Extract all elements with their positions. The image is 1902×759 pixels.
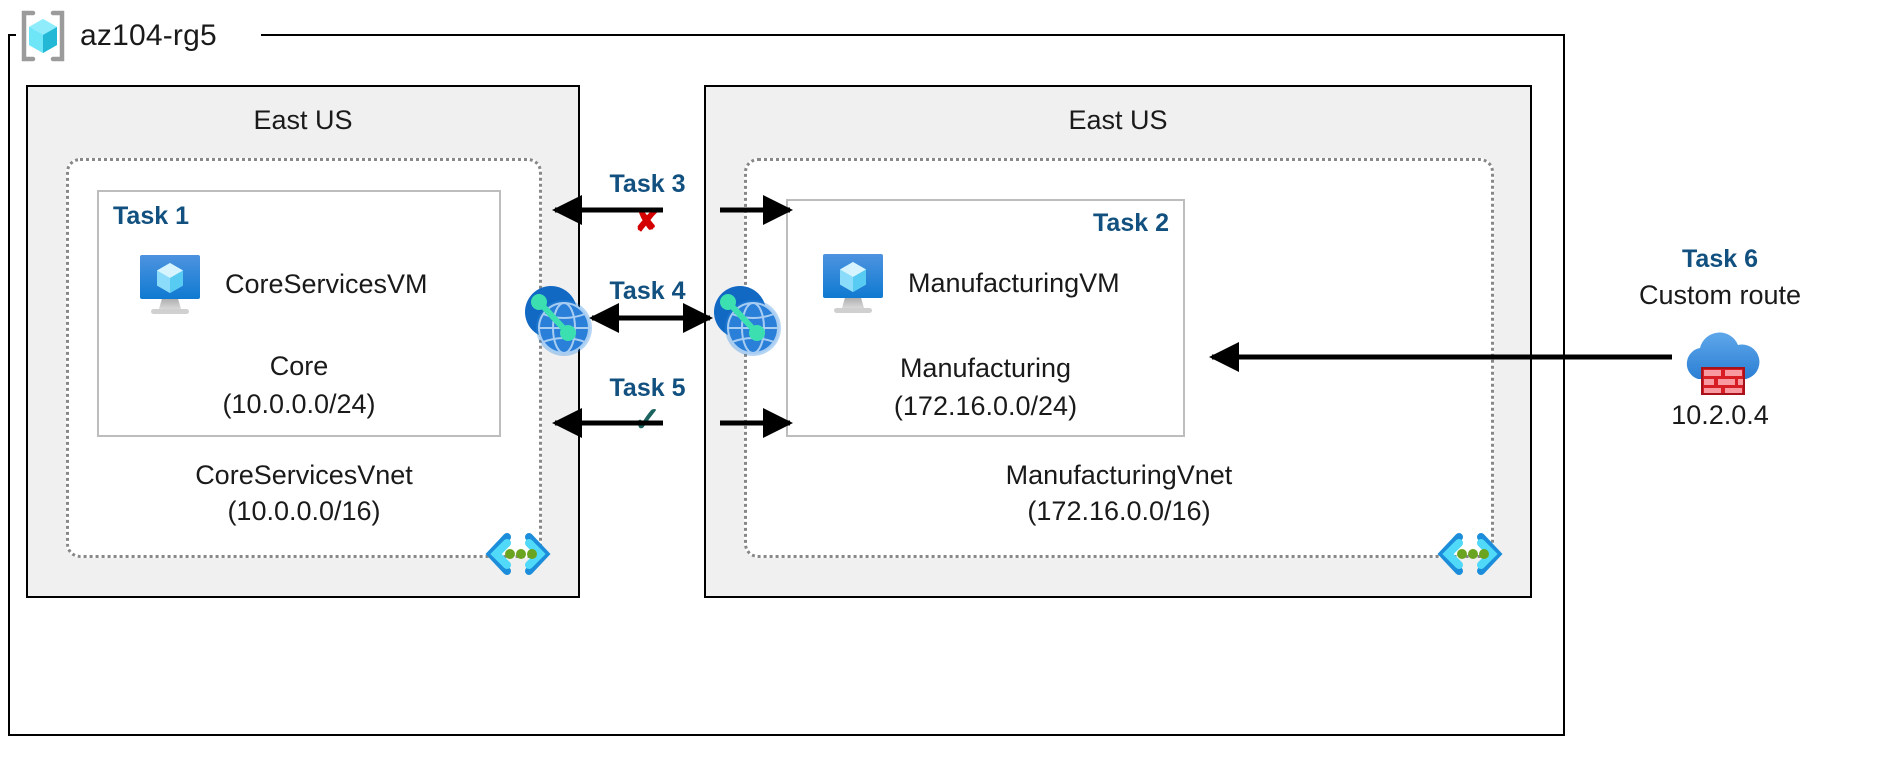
resource-group-label: az104-rg5 <box>16 8 217 64</box>
vnet-peering-icon <box>518 282 600 360</box>
allowed-check-icon: ✓ <box>632 401 662 439</box>
vm-manufacturing: ManufacturingVM <box>816 246 1120 320</box>
task-tag-1: Task 1 <box>113 202 189 230</box>
task-label-4: Task 4 <box>609 277 686 305</box>
task-label-6: Task 6 <box>1682 245 1758 273</box>
resource-group-name: az104-rg5 <box>80 19 217 52</box>
vnet-peering-icon <box>707 282 789 360</box>
vm-name-manufacturing: ManufacturingVM <box>908 267 1120 298</box>
subnet-box-manufacturing: Task 2 <box>786 199 1185 437</box>
task-label-5: Task 5 <box>609 374 686 402</box>
subnet-box-core: Task 1 <box>97 190 501 437</box>
vm-core-services: CoreServicesVM <box>133 247 428 321</box>
subnet-name-core: Core (10.0.0.0/24) <box>222 351 376 419</box>
vnet-name-manufacturing: ManufacturingVnet (172.16.0.0/16) <box>1005 460 1233 526</box>
vnet-icon <box>1433 529 1503 579</box>
region-title-right: East US <box>1068 105 1168 135</box>
custom-route-label: Custom route <box>1638 280 1802 310</box>
firewall-cloud-icon <box>1676 323 1768 403</box>
subnet-name-manufacturing: Manufacturing (172.16.0.0/24) <box>893 353 1078 421</box>
vnet-icon <box>481 529 551 579</box>
virtual-machine-icon <box>133 247 207 321</box>
resource-group-frame <box>8 34 1565 736</box>
vnet-name-coreservices: CoreServicesVnet (10.0.0.0/16) <box>195 460 413 526</box>
region-title-left: East US <box>253 105 353 135</box>
virtual-machine-icon <box>816 246 890 320</box>
task-label-3: Task 3 <box>609 170 686 198</box>
resource-group-icon <box>16 9 70 63</box>
task-tag-2: Task 2 <box>1093 209 1169 237</box>
vm-name-core-services: CoreServicesVM <box>225 268 428 299</box>
custom-route-next-hop-ip: 10.2.0.4 <box>1671 400 1769 430</box>
